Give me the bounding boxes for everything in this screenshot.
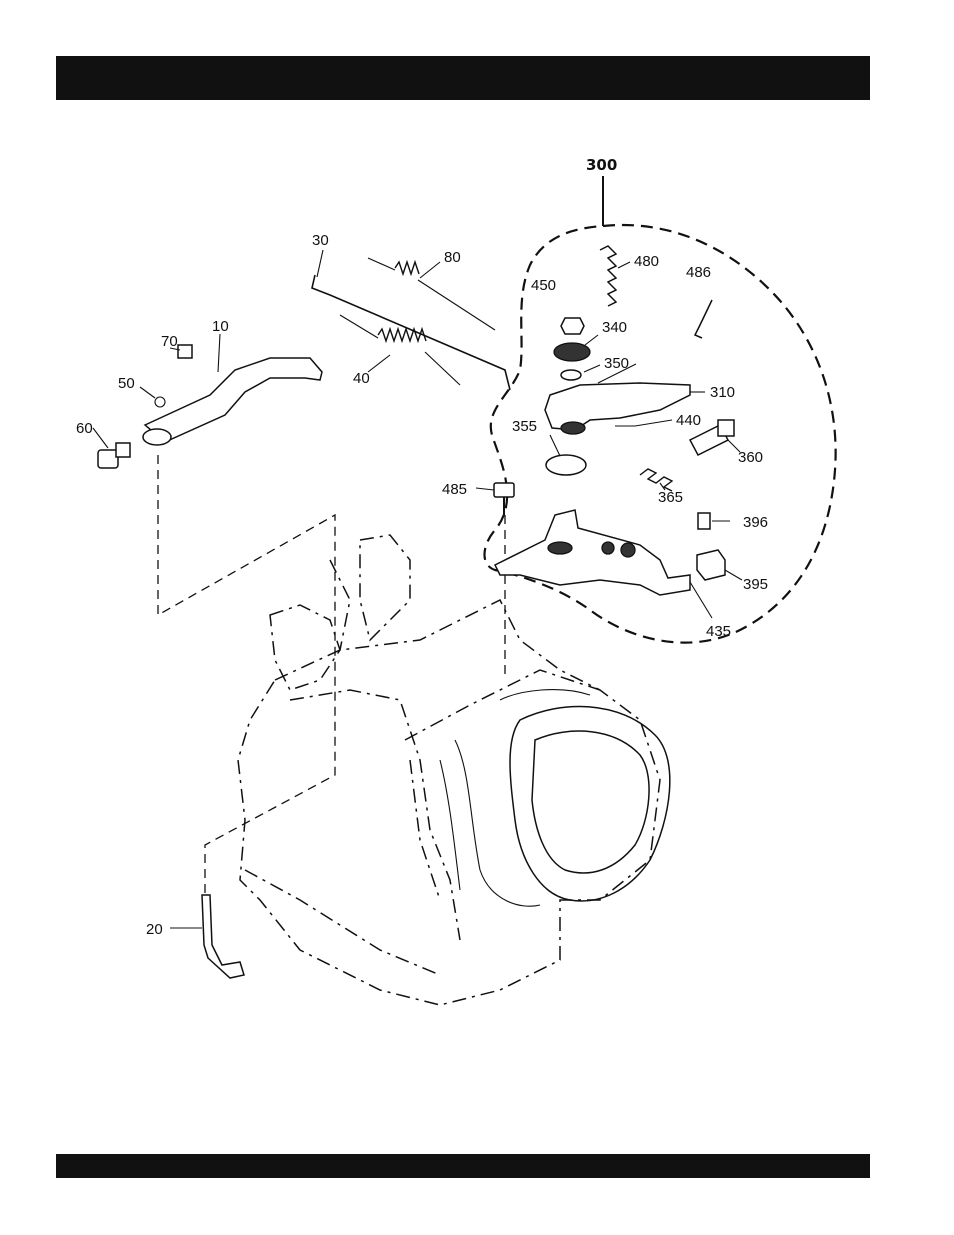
part-395-clamp (697, 550, 742, 580)
part-440-screw (615, 420, 672, 426)
callout-40: 40 (353, 370, 370, 387)
callout-396: 396 (743, 514, 768, 531)
callout-450: 450 (531, 277, 556, 294)
callout-350: 350 (604, 355, 629, 372)
part-396-fitting (698, 513, 730, 529)
part-20-shaft (170, 895, 244, 978)
engine-head (440, 690, 670, 907)
callout-340: 340 (602, 319, 627, 336)
callout-20: 20 (146, 921, 163, 938)
part-365-spring (640, 469, 672, 491)
callout-360: 360 (738, 449, 763, 466)
callout-440: 440 (676, 412, 701, 429)
part-350-washer (561, 365, 600, 380)
part-435-bracket (495, 510, 712, 618)
callout-486: 486 (686, 264, 711, 281)
callout-395: 395 (743, 576, 768, 593)
leader-lines (158, 455, 505, 895)
part-60-bolt (93, 428, 130, 468)
callout-480: 480 (634, 253, 659, 270)
part-10-governor-arm (143, 334, 322, 445)
part-486-clip (695, 300, 712, 338)
callout-435: 435 (706, 623, 731, 640)
part-355-washer (546, 435, 586, 475)
part-480-spring (600, 246, 630, 306)
callout-10: 10 (212, 318, 229, 335)
callout-485: 485 (442, 481, 467, 498)
part-50-clip (140, 387, 165, 407)
callout-310: 310 (710, 384, 735, 401)
part-485-bolt (476, 483, 514, 515)
part-450-nut (561, 318, 584, 334)
callout-30: 30 (312, 232, 329, 249)
callout-70: 70 (161, 333, 178, 350)
callout-60: 60 (76, 420, 93, 437)
callout-355: 355 (512, 418, 537, 435)
callout-365: 365 (658, 489, 683, 506)
callout-50: 50 (118, 375, 135, 392)
part-340-lever (554, 335, 598, 361)
callout-80: 80 (444, 249, 461, 266)
callout-300: 300 (586, 156, 617, 174)
engine-block-outline (238, 535, 660, 1005)
